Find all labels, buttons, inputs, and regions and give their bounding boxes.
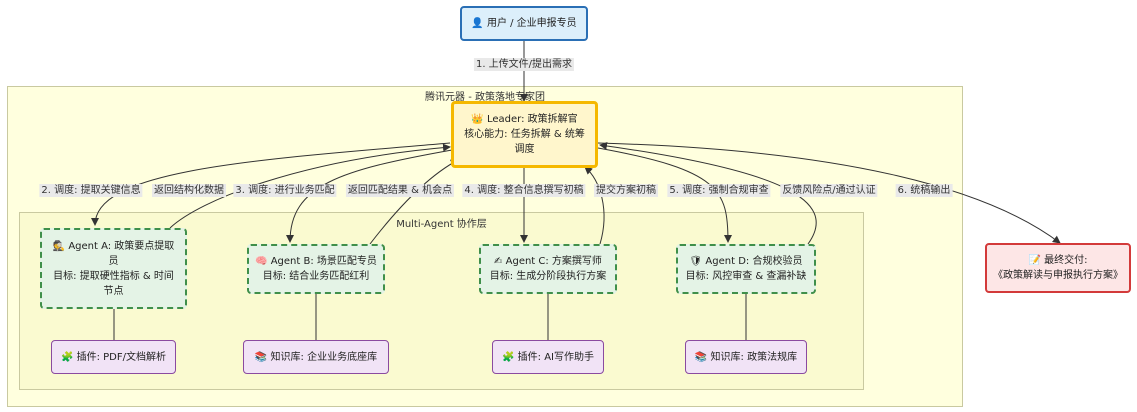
agent-a-goal-cont: 节点 [103, 285, 124, 297]
node-user-label: 用户 / 企业申报专员 [486, 18, 577, 29]
edge-label-5: 5. 调度: 强制合规审查 [667, 184, 771, 197]
agent-a-goal: 目标: 提取硬性指标 & 时间 [53, 270, 174, 282]
puzzle-icon: 🧩 [502, 351, 515, 363]
edge-label-3r: 返回匹配结果 & 机会点 [345, 184, 455, 197]
agent-c-goal: 目标: 生成分阶段执行方案 [489, 271, 607, 282]
node-agent-b[interactable]: 🧠 Agent B: 场景匹配专员 目标: 结合业务匹配红利 [247, 244, 385, 294]
agent-a-title: Agent A: 政策要点提取 [68, 240, 175, 252]
plugin-pdf-label: 插件: PDF/文档解析 [76, 351, 167, 363]
edge-label-4: 4. 调度: 整合信息撰写初稿 [462, 184, 586, 197]
node-agent-d[interactable]: 🛡 Agent D: 合规校验员 目标: 风控审查 & 查漏补缺 [676, 244, 816, 294]
books-icon: 📚 [254, 351, 268, 363]
node-plugin-ai-writer[interactable]: 🧩 插件: AI写作助手 [492, 340, 604, 374]
agent-b-goal: 目标: 结合业务匹配红利 [262, 271, 370, 282]
brain-icon: 🧠 [255, 256, 268, 267]
edge-agent-c-leader [584, 166, 605, 245]
edge-label-3: 3. 调度: 进行业务匹配 [233, 184, 337, 197]
writing-hand-icon: ✍ [494, 256, 503, 267]
agent-d-title: Agent D: 合规校验员 [705, 256, 803, 267]
edge-agent-b-leader [369, 159, 459, 245]
agent-c-title: Agent C: 方案撰写师 [505, 256, 602, 267]
leader-capability-cont: 调度 [514, 144, 535, 155]
kb-business-label: 知识库: 企业业务底座库 [270, 351, 378, 363]
edge-label-4r: 提交方案初稿 [594, 184, 658, 197]
node-kb-business[interactable]: 📚 知识库: 企业业务底座库 [243, 340, 389, 374]
books-icon: 📚 [694, 351, 708, 363]
leader-capability: 核心能力: 任务拆解 & 统筹 [464, 129, 585, 140]
kb-policy-label: 知识库: 政策法规库 [710, 351, 798, 363]
plugin-ai-writer-label: 插件: AI写作助手 [517, 351, 594, 363]
shield-icon: 🛡 [689, 256, 703, 267]
edge-leader-agent-b [286, 149, 453, 243]
cluster-inner-title: Multi-Agent 协作层 [396, 219, 487, 230]
edge-label-5r: 反馈风险点/通过认证 [780, 184, 878, 197]
leader-title: Leader: 政策拆解官 [486, 114, 578, 125]
edge-agent-a-leader [169, 143, 451, 229]
agent-b-title: Agent B: 场景匹配专员 [270, 256, 377, 267]
cluster-outer-title: 腾讯元器 - 政策落地专家团 [425, 92, 545, 103]
node-agent-c[interactable]: ✍ Agent C: 方案撰写师 目标: 生成分阶段执行方案 [479, 244, 617, 294]
edge-label-2r: 返回结构化数据 [152, 184, 226, 197]
edge-label-1: 1. 上传文件/提出需求 [473, 58, 575, 71]
edge-leader-agent-a [91, 142, 451, 226]
edge-leader-agent-d [597, 147, 732, 243]
agent-d-goal: 目标: 风控审查 & 查漏补缺 [685, 271, 807, 282]
detective-icon: 🕵 [52, 240, 66, 252]
node-agent-a[interactable]: 🕵 Agent A: 政策要点提取 员 目标: 提取硬性指标 & 时间 节点 [40, 228, 187, 309]
node-plugin-pdf[interactable]: 🧩 插件: PDF/文档解析 [51, 340, 176, 374]
edge-label-2: 2. 调度: 提取关键信息 [39, 184, 143, 197]
final-title: 最终交付: [1044, 255, 1088, 266]
node-kb-policy[interactable]: 📚 知识库: 政策法规库 [685, 340, 807, 374]
node-leader[interactable]: 👑 Leader: 政策拆解官 核心能力: 任务拆解 & 统筹 调度 [451, 101, 598, 168]
edge-label-6: 6. 统稿输出 [895, 184, 953, 197]
node-final-delivery[interactable]: 📝 最终交付: 《政策解读与申报执行方案》 [985, 243, 1131, 293]
node-user[interactable]: 👤 用户 / 企业申报专员 [460, 6, 588, 41]
final-deliverable: 《政策解读与申报执行方案》 [993, 270, 1123, 281]
crown-icon: 👑 [471, 114, 484, 125]
user-icon: 👤 [471, 18, 484, 29]
edge-leader-final [597, 142, 1061, 244]
puzzle-icon: 🧩 [60, 351, 74, 363]
memo-icon: 📝 [1028, 255, 1041, 266]
agent-a-title-cont: 员 [108, 255, 119, 267]
